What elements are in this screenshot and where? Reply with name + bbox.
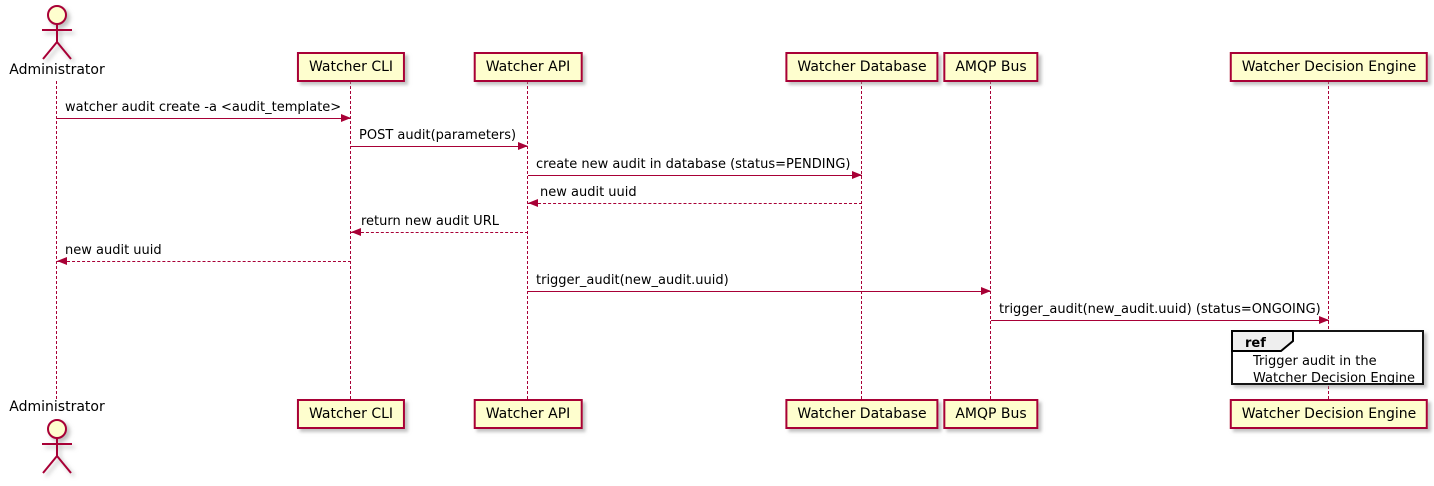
participant-top-watcher-cli: Watcher CLI [296,52,406,82]
lifeline-watcher-cli [350,81,351,399]
message-3-label: create new audit in database (status=PEN… [536,157,851,172]
ref-line-1: Trigger audit in the [1253,354,1377,369]
lifeline-watcher-api [527,81,528,399]
message-5-arrowhead [351,228,361,236]
participant-top-watcher-api: Watcher API [473,52,583,82]
message-7-arrowhead [981,287,991,295]
participant-bottom-watcher-database: Watcher Database [785,399,939,429]
message-4-label: new audit uuid [540,185,637,200]
message-7-line [528,291,991,292]
message-4-line [528,203,862,204]
actor-label-bottom: Administrator [9,399,105,415]
message-6-arrowhead [57,257,67,265]
message-1-line [57,118,351,119]
ref-tag-icon: ref [1231,330,1294,352]
message-2-arrowhead [518,142,528,150]
participant-top-watcher-decision-engine: Watcher Decision Engine [1229,52,1429,82]
participant-bottom-amqp-bus: AMQP Bus [943,399,1039,429]
message-5-line [351,232,528,233]
administrator-actor-icon [42,5,72,60]
message-5-label: return new audit URL [361,214,499,229]
message-4-arrowhead [528,199,538,207]
ref-fragment: ref Trigger audit in the Watcher Decisio… [1231,330,1424,387]
message-6-label: new audit uuid [65,243,162,258]
message-8-label: trigger_audit(new_audit.uuid) (status=ON… [999,302,1321,317]
lifeline-administrator [56,81,57,399]
message-1-arrowhead [341,114,351,122]
message-8-line [991,320,1329,321]
ref-line-2: Watcher Decision Engine [1253,371,1415,386]
participant-bottom-watcher-decision-engine: Watcher Decision Engine [1229,399,1429,429]
lifeline-watcher-decision-engine [1328,81,1329,399]
message-2-label: POST audit(parameters) [359,128,517,143]
message-8-arrowhead [1319,316,1329,324]
participant-bottom-watcher-cli: Watcher CLI [296,399,406,429]
message-2-line [351,146,528,147]
participant-top-watcher-database: Watcher Database [785,52,939,82]
actor-label-top: Administrator [9,62,105,78]
participant-bottom-watcher-api: Watcher API [473,399,583,429]
lifeline-watcher-database [861,81,862,399]
message-1-label: watcher audit create -a <audit_template> [65,100,342,115]
administrator-actor-icon-bottom [42,419,72,474]
message-3-arrowhead [852,171,862,179]
message-7-label: trigger_audit(new_audit.uuid) [536,273,729,288]
participant-top-amqp-bus: AMQP Bus [943,52,1039,82]
message-3-line [528,175,862,176]
ref-keyword: ref [1245,336,1266,351]
lifeline-amqp-bus [990,81,991,399]
message-6-line [57,261,351,262]
ref-body: Trigger audit in the Watcher Decision En… [1253,353,1415,387]
